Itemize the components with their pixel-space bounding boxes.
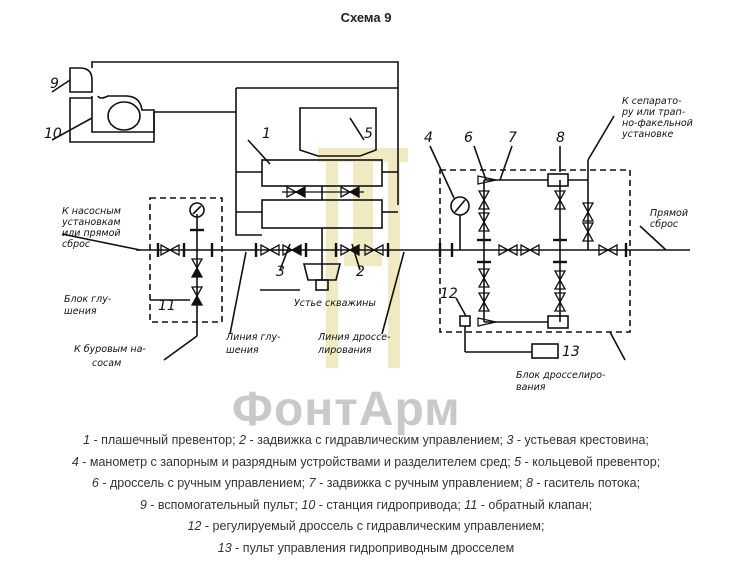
label-mud-pumps-1: К буровым на-	[74, 344, 146, 355]
scheme-title: Схема 9	[340, 10, 392, 25]
legend-line-2: 4 - манометр с запорным и разрядным устр…	[71, 454, 661, 469]
label-12: 12	[440, 286, 458, 302]
label-to-pumps-4: сброс	[62, 239, 91, 250]
label-2: 2	[356, 264, 365, 280]
watermark-logo-icon	[318, 148, 408, 368]
label-3: 3	[276, 264, 285, 280]
label-separator-3: но-факельной	[622, 118, 693, 129]
label-kill-line-2: шения	[226, 345, 259, 356]
schematic-diagram: 9 10 1 5 3 2 4 6 7 8 11 12 13 К насосным…	[44, 61, 693, 393]
label-mud-pumps-2: сосам	[92, 358, 121, 369]
label-10: 10	[44, 126, 62, 142]
label-wellhead: Устье скважины	[294, 298, 376, 309]
label-choke-block-1: Блок дросселиро-	[516, 370, 606, 381]
label-8: 8	[556, 130, 565, 146]
label-kill-line-1: Линия глу-	[225, 332, 281, 343]
label-11: 11	[158, 298, 176, 314]
label-separator-2: ру или трап-	[621, 107, 686, 118]
label-to-pumps-2: установкам	[61, 217, 121, 228]
label-kill-block-2: шения	[64, 306, 97, 317]
legend-line-4: 9 - вспомогательный пульт; 10 - станция …	[139, 497, 593, 512]
label-kill-block-1: Блок глу-	[64, 294, 112, 305]
label-choke-line-1: Линия дроссе-	[317, 332, 391, 343]
label-to-pumps-1: К насосным	[62, 206, 121, 217]
label-5: 5	[364, 126, 373, 142]
label-direct-1: Прямой	[650, 208, 688, 219]
watermark-text: ФонтАрм	[232, 383, 461, 436]
label-1: 1	[262, 126, 271, 142]
label-separator-4: установке	[621, 129, 674, 140]
legend-line-3: 6 - дроссель с ручным управлением; 7 - з…	[91, 476, 641, 490]
legend: 1 - плашечный превентор; 2 - задвижка с …	[20, 430, 712, 559]
label-to-pumps-3: или прямой	[62, 228, 121, 239]
label-direct-2: сброс	[650, 219, 679, 230]
legend-line-6: 13 - пульт управления гидроприводным дро…	[217, 540, 515, 555]
label-4: 4	[424, 130, 433, 146]
legend-line-5: 12 - регулируемый дроссель с гидравличес…	[187, 519, 545, 533]
label-choke-block-2: вания	[516, 382, 546, 393]
label-6: 6	[464, 130, 473, 146]
label-separator-1: К сепарато-	[622, 96, 682, 107]
label-7: 7	[508, 130, 517, 146]
label-13: 13	[562, 344, 580, 360]
label-choke-line-2: лирования	[317, 345, 372, 356]
label-9: 9	[50, 76, 59, 92]
legend-line-1: 1 - плашечный превентор; 2 - задвижка с …	[83, 433, 649, 447]
